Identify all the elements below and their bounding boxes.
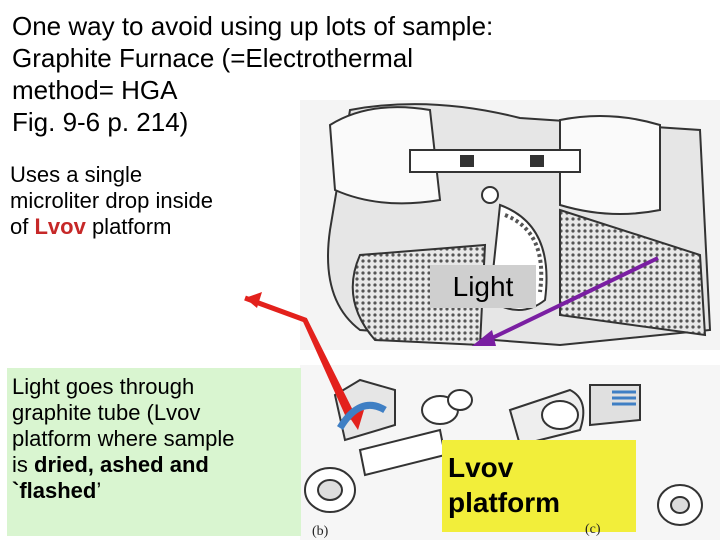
green-line-5-suffix: ’ — [96, 478, 102, 503]
lvov-highlight: Lvov — [34, 214, 86, 239]
yellow-line-1: Lvov — [448, 452, 514, 483]
green-line-5-bold: `flashed — [12, 478, 97, 503]
uses-description: Uses a single microliter drop inside of … — [10, 162, 280, 240]
yellow-line-2: platform — [448, 487, 560, 518]
title-line-4: Fig. 9-6 p. 214) — [12, 107, 189, 137]
green-line-4-bold: dried, ashed and — [34, 452, 209, 477]
slide-title: One way to avoid using up lots of sample… — [12, 10, 652, 138]
light-explanation-box: Light goes through graphite tube (Lvov p… — [7, 368, 301, 536]
green-line-4: is dried, ashed and — [12, 452, 301, 478]
title-line-2: Graphite Furnace (=Electrothermal — [12, 43, 414, 73]
uses-line-3-suffix: platform — [85, 214, 172, 239]
uses-line-2: microliter drop inside — [10, 188, 213, 213]
green-line-3: platform where sample — [12, 426, 235, 451]
title-line-1: One way to avoid using up lots of sample… — [12, 11, 494, 41]
title-line-3: method= HGA — [12, 75, 178, 105]
uses-line-3-prefix: of — [10, 214, 35, 239]
green-line-2: graphite tube (Lvov — [12, 400, 201, 425]
lvov-platform-label: Lvov platform — [442, 440, 636, 532]
figure-label-b: (b) — [312, 524, 329, 539]
light-label: Light — [430, 265, 536, 308]
uses-line-1: Uses a single — [10, 162, 143, 187]
figure-label-c: (c) — [585, 522, 601, 537]
green-line-4-prefix: is — [12, 452, 34, 477]
green-line-1: Light goes through — [12, 374, 195, 399]
green-line-5: `flashed’ — [12, 478, 301, 504]
uses-line-3: of Lvov platform — [10, 214, 280, 240]
